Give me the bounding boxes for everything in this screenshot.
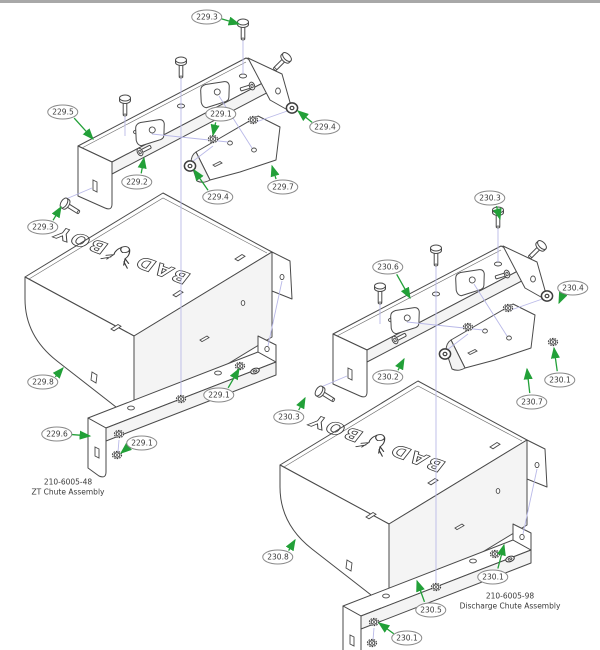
callout-229.1: 229.1 [205, 106, 237, 122]
callout-arrow-229.4 [296, 110, 313, 123]
callout-arrow-230.1 [550, 346, 560, 372]
callout-arrow-230.1 [377, 622, 395, 635]
callout-arrow-229.5 [73, 117, 94, 140]
callout-arrow-229.8 [52, 367, 64, 379]
discharge-assembly-title: 210-6005-98 Discharge Chute Assembly [460, 592, 561, 611]
callout-230.2: 230.2 [372, 369, 404, 385]
callout-229.8: 229.8 [27, 374, 59, 390]
callout-arrow-230.1 [496, 543, 506, 569]
callout-arrow-230.3 [492, 205, 502, 221]
callout-arrow-229.7 [270, 164, 280, 180]
callout-229.5: 229.5 [47, 104, 79, 120]
callout-230.3: 230.3 [474, 190, 506, 206]
callout-229.3: 229.3 [191, 9, 223, 25]
callout-arrow-230.5 [416, 579, 426, 603]
callout-230.8: 230.8 [262, 549, 294, 565]
callout-230.3: 230.3 [273, 409, 305, 425]
callout-arrow-229.3 [221, 16, 241, 26]
callout-229.7: 229.7 [267, 179, 299, 195]
callout-arrow-230.3 [296, 396, 306, 411]
callout-arrow-230.6 [396, 274, 411, 300]
callout-230.1: 230.1 [391, 630, 423, 646]
discharge-assembly-name: Discharge Chute Assembly [459, 601, 561, 610]
callout-229.2: 229.2 [121, 174, 153, 190]
callout-arrow-229.1 [227, 367, 240, 389]
callout-arrow-229.4 [193, 168, 209, 191]
zt-part-number: 210-6005-48 [43, 477, 93, 487]
callout-229.4: 229.4 [202, 189, 234, 205]
discharge-part-number: 210-6005-98 [485, 591, 535, 601]
callout-arrow-230.4 [558, 291, 568, 305]
zt-assembly-title: 210-6005-48 ZT Chute Assembly [32, 478, 105, 497]
zt-chute-assembly [25, 19, 298, 477]
callout-230.1: 230.1 [544, 372, 576, 388]
callout-arrow-229.3 [51, 205, 62, 221]
callout-arrow-229.6 [71, 430, 92, 440]
callout-arrow-229.1 [119, 442, 132, 454]
callout-229.3: 229.3 [27, 219, 59, 235]
callout-230.1: 230.1 [477, 569, 509, 585]
callout-230.6: 230.6 [372, 259, 404, 275]
callout-arrow-230.7 [523, 367, 533, 394]
callout-230.5: 230.5 [415, 602, 447, 618]
callout-229.1: 229.1 [203, 387, 235, 403]
page-top-rule [0, 0, 600, 3]
callout-229.4: 229.4 [309, 119, 341, 135]
callout-230.7: 230.7 [516, 394, 548, 410]
callout-arrows [51, 16, 568, 635]
callout-229.6: 229.6 [41, 426, 73, 442]
callout-arrow-230.2 [395, 357, 405, 371]
flange-nut-icon [547, 337, 559, 347]
callout-arrow-230.8 [285, 538, 296, 552]
callout-arrow-229.1 [210, 122, 220, 137]
callout-arrow-229.2 [137, 156, 147, 174]
discharge-chute-assembly [280, 207, 553, 650]
zt-assembly-name: ZT Chute Assembly [31, 487, 105, 496]
